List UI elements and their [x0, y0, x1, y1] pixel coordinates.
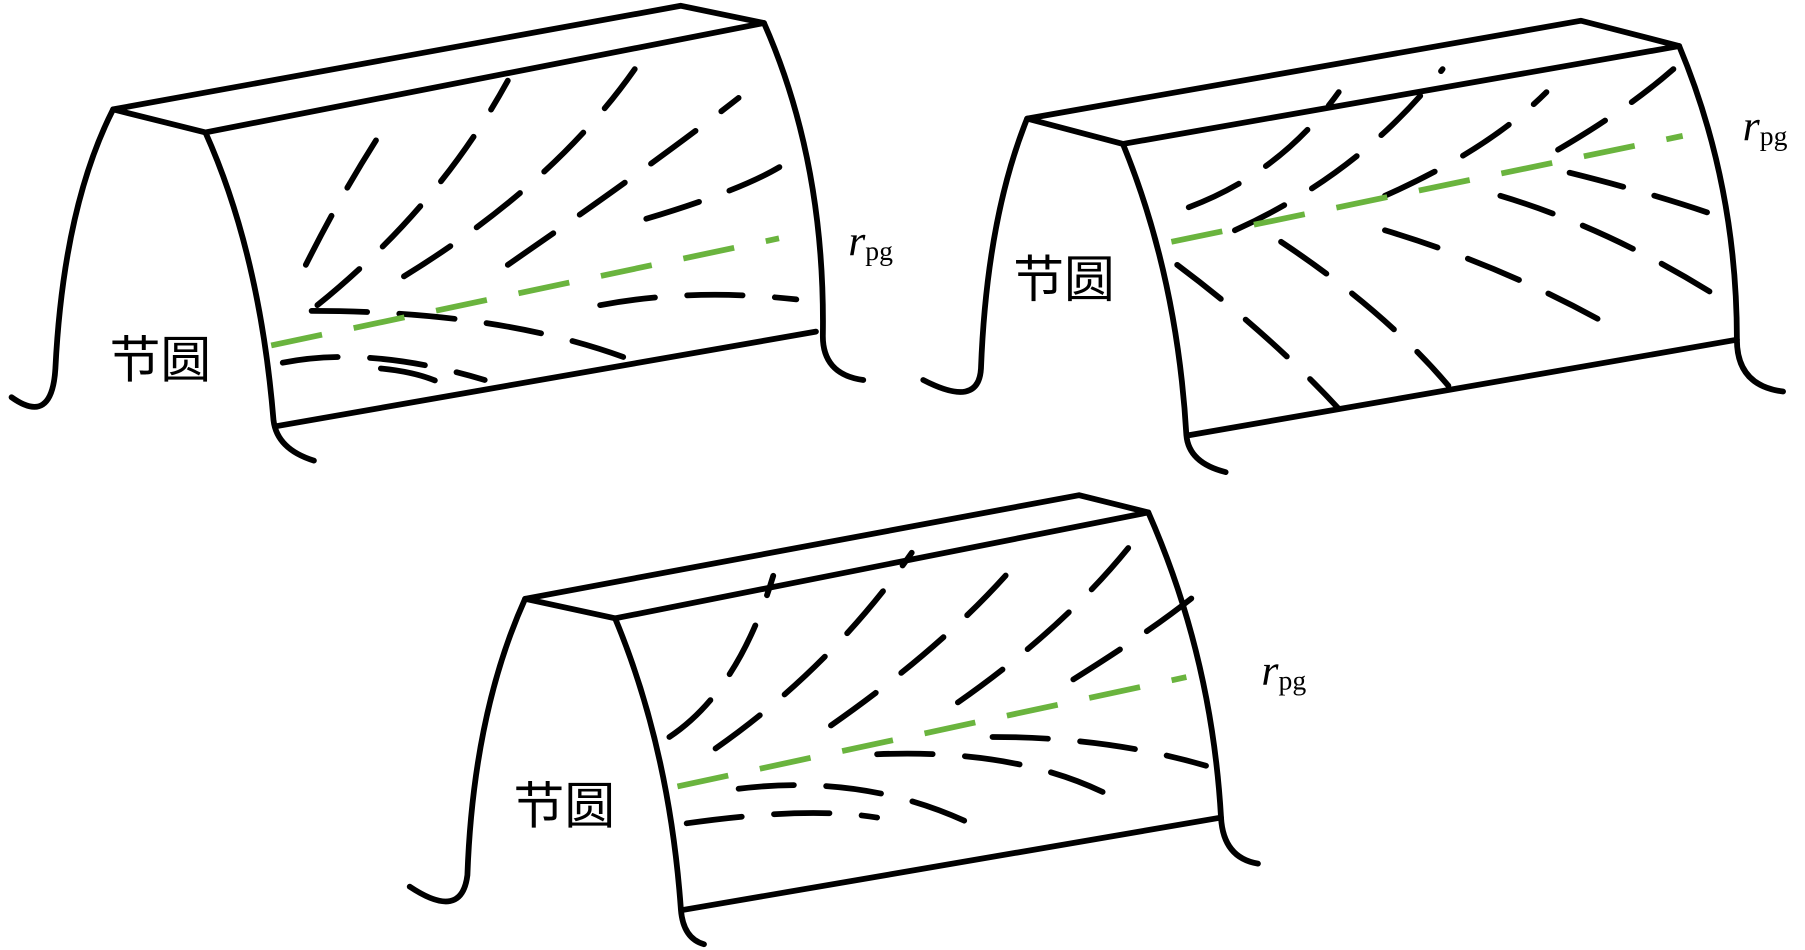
pitch-radius-label: rpg — [848, 218, 893, 267]
pitch-radius-label: rpg — [1261, 647, 1306, 696]
gear-tooth-3: 节圆 rpg — [406, 492, 1306, 948]
pitch-radius-label: rpg — [1743, 103, 1788, 152]
pitch-circle-label: 节圆 — [514, 778, 616, 834]
pitch-circle-label: 节圆 — [1013, 252, 1115, 308]
pitch-circle-label: 节圆 — [110, 333, 212, 389]
gear-tooth-1: 节圆 rpg — [8, 2, 893, 464]
gear-tooth-2: 节圆 rpg — [920, 17, 1788, 476]
